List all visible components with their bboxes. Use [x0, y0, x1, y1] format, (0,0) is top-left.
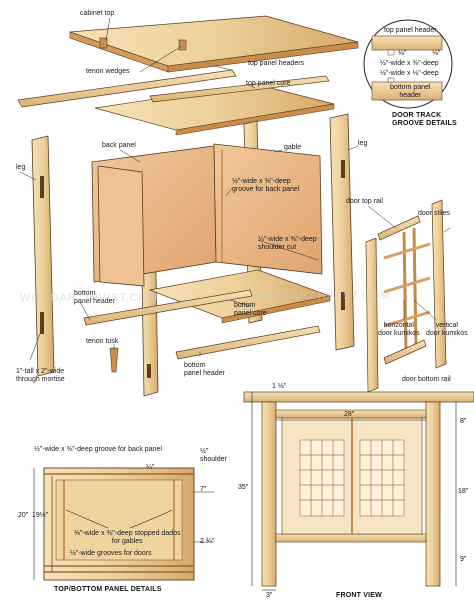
panel-dim-20: 20" — [18, 512, 29, 519]
track-label-bottom-header: bottom panel header — [390, 84, 431, 99]
label-top-panel-headers: top panel headers — [248, 60, 305, 67]
top-panel-header-back — [149, 75, 330, 103]
leader-lines — [19, 17, 451, 361]
label-through-mortise: 1"-tall x 2"-wide through mortise — [16, 368, 65, 383]
front-dim-28: 28" — [344, 411, 355, 418]
label-door-bottom-rail: door bottom rail — [402, 376, 451, 383]
label-leg-right: leg — [358, 140, 368, 147]
front-dim-35: 35" — [238, 484, 249, 491]
label-top-panel-core: top panel core — [246, 80, 291, 87]
front-dim-3: 3" — [266, 592, 273, 599]
label-tenon-tusk: tenon tusk — [86, 338, 119, 345]
label-shoulder-cut: ¼"-wide x ⅜"-deep shoulder cut — [258, 236, 317, 251]
panel-details-caption: TOP/BOTTOM PANEL DETAILS — [54, 586, 162, 593]
front-view-caption: FRONT VIEW — [336, 592, 382, 599]
label-groove-back-panel: ½"-wide x ⅜"-deep groove for back panel — [232, 178, 300, 193]
label-door-top-rail: door top rail — [346, 198, 383, 205]
label-horizontal-door-kumikos: horizontal door kumikos — [378, 322, 420, 337]
door-stile-right — [431, 199, 447, 369]
panel-dim-shoulder: ½" shoulder — [200, 448, 227, 463]
door-bottom-rail — [383, 339, 427, 365]
cabinet-top-board — [69, 15, 359, 73]
door-track-detail-frame — [363, 19, 453, 109]
track-groove-1: ½"-wide x ⅜"-deep — [380, 60, 439, 67]
track-caption: DOOR TRACK GROOVE DETAILS — [392, 112, 457, 127]
gable-right — [213, 143, 323, 275]
track-groove-2: ½"-wide x ⅛"-deep — [380, 70, 439, 77]
front-dim-18: 18" — [458, 488, 469, 495]
panel-dim-2-75: 2 ¾" — [200, 538, 215, 545]
label-back-panel: back panel — [102, 142, 136, 149]
label-cabinet-top: cabinet top — [80, 10, 115, 17]
panel-dim-7: 7" — [200, 486, 207, 493]
track-label-top-header: top panel header — [384, 27, 437, 34]
watermark-left: WOODARCHIVIST.COM — [20, 292, 159, 304]
track-dim-right: ⅛" — [432, 50, 441, 57]
door-top-rail — [377, 215, 421, 241]
label-door-stiles: door stiles — [418, 210, 450, 217]
tenon-tusk — [109, 347, 119, 373]
watermark-right: WOODARCHIVIST.COM — [252, 290, 391, 302]
label-bottom-panel-core: bottom panel core — [234, 302, 267, 317]
label-vertical-door-kumikos: vertical door kumikos — [426, 322, 468, 337]
panel-dim-19-5: 19½" — [32, 512, 49, 519]
label-tenon-wedges: tenon wedges — [86, 68, 130, 75]
bottom-panel-header-front — [175, 325, 321, 360]
front-view-drawing — [243, 391, 474, 591]
front-dim-1-5: 1 ½" — [272, 383, 287, 390]
track-dim-top: ⅛" — [398, 50, 407, 57]
leg-right-front — [329, 113, 355, 351]
panel-dados-label: ⅜"-wide x ⅜"-deep stopped dados for gabl… — [74, 530, 181, 545]
panel-door-grooves: ½"-wide grooves for doors — [70, 550, 152, 557]
panel-dim-quarter: ¼" — [146, 464, 155, 471]
door-stile-left — [365, 237, 379, 393]
gable-left — [97, 165, 145, 287]
bottom-panel-header-back — [83, 289, 253, 326]
label-bottom-panel-header: bottom panel header — [74, 290, 115, 305]
front-dim-8: 8" — [460, 418, 467, 425]
label-gable: gable — [284, 144, 302, 151]
panel-details-drawing — [33, 467, 214, 581]
label-leg-left: leg — [16, 164, 26, 171]
leg-left-front — [31, 135, 55, 377]
tenon-wedge-left — [99, 37, 108, 49]
panel-groove-label: ½"-wide x ⅜"-deep groove for back panel — [34, 446, 162, 453]
label-bottom-panel-header-front: bottom panel header — [184, 362, 225, 377]
tenon-wedge-right — [178, 39, 187, 51]
front-dim-9: 9" — [460, 556, 467, 563]
door-kumiko-grid — [383, 227, 431, 353]
top-panel-header-front — [17, 69, 237, 108]
